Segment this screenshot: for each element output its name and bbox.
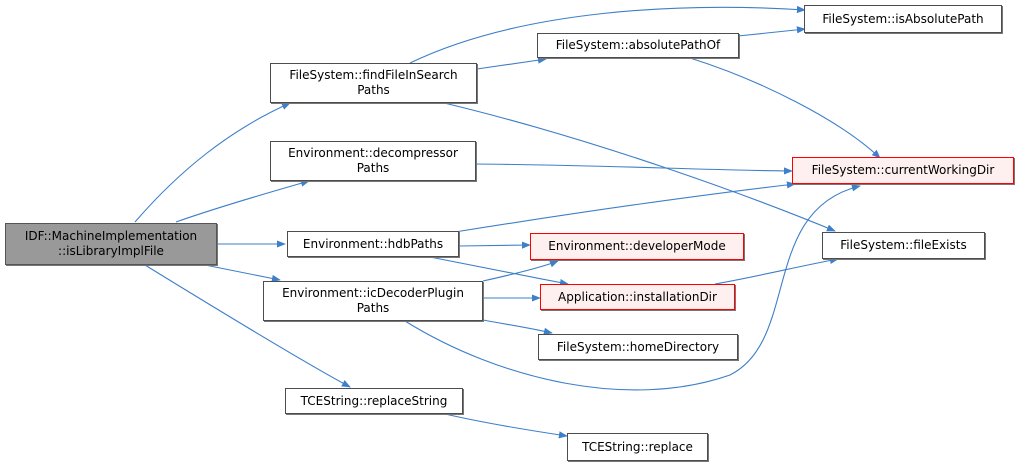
node-label: FileSystem::absolutePathOf <box>555 38 721 52</box>
edge-replaceString-replace <box>444 413 568 439</box>
node-label: Environment::developerMode <box>548 239 726 253</box>
node-label: TCEString::replace <box>582 439 693 454</box>
edge-icDecoder-developerMode <box>482 260 559 282</box>
edge-hdbPaths-developerMode <box>458 241 531 249</box>
node-current-working-dir[interactable]: FileSystem::currentWorkingDir <box>792 157 1014 184</box>
node-label-line-1: Environment::decompressor <box>288 146 458 160</box>
edge-root-findFileInSearchPaths <box>134 102 291 223</box>
node-label-line-1: FileSystem::findFileInSearch <box>289 68 458 82</box>
node-developer-mode[interactable]: Environment::developerMode <box>530 233 744 260</box>
node-replace-string[interactable]: TCEString::replaceString <box>285 388 463 414</box>
edge-icDecoder-currentWorkingDir <box>404 184 861 391</box>
node-label: FileSystem::currentWorkingDir <box>811 163 995 177</box>
edge-icDecoder-homeDirectory <box>482 319 553 335</box>
node-label-line-1: Environment::icDecoderPlugin <box>282 286 464 300</box>
edge-hdbPaths-currentWorkingDir <box>454 181 796 233</box>
edge-root-icDecoderPluginPaths <box>204 264 281 282</box>
node-label: FileSystem::fileExists <box>840 238 967 252</box>
node-ic-decoder-plugin-paths[interactable]: Environment::icDecoderPlugin Paths <box>263 281 483 321</box>
node-label: Application::installationDir <box>558 289 717 304</box>
node-replace[interactable]: TCEString::replace <box>567 433 708 461</box>
edge-absolutePathOf-isAbsolutePath <box>737 26 806 37</box>
node-label: FileSystem::isAbsolutePath <box>822 11 984 26</box>
node-label-line-2: Paths <box>356 301 390 315</box>
edge-root-decompressorPaths <box>175 179 310 223</box>
node-home-directory[interactable]: FileSystem::homeDirectory <box>538 334 738 360</box>
node-label-line-2: ::isLibraryImplFile <box>58 244 164 258</box>
node-installation-dir[interactable]: Application::installationDir <box>540 284 735 310</box>
node-file-exists[interactable]: FileSystem::fileExists <box>822 232 985 259</box>
edge-installationDir-fileExists <box>714 256 839 285</box>
node-find-file-in-search-paths[interactable]: FileSystem::findFileInSearch Paths <box>270 63 477 103</box>
edge-findFile-fileExists <box>439 101 836 232</box>
node-label: TCEString::replaceString <box>300 393 448 408</box>
edge-hdbPaths-installationDir <box>429 256 569 287</box>
node-label-line-2: Paths <box>356 161 390 175</box>
node-label-line-2: Paths <box>357 83 390 97</box>
node-hdb-paths[interactable]: Environment::hdbPaths <box>287 231 459 257</box>
node-decompressor-paths[interactable]: Environment::decompressor Paths <box>270 141 476 181</box>
edge-findFile-isAbsolutePath <box>409 5 806 64</box>
node-is-absolute-path[interactable]: FileSystem::isAbsolutePath <box>804 5 1002 33</box>
edge-decompressor-currentWorkingDir <box>475 163 793 175</box>
edge-absolutePathOf-currentWorkingDir <box>689 57 881 159</box>
node-label: Environment::hdbPaths <box>302 236 444 251</box>
node-is-library-impl-file: IDF::MachineImplementation ::isLibraryIm… <box>5 223 217 265</box>
edge-findFile-absolutePathOf <box>476 56 547 70</box>
node-absolute-path-of[interactable]: FileSystem::absolutePathOf <box>537 33 739 58</box>
node-label-line-1: IDF::MachineImplementation <box>24 229 198 243</box>
node-label: FileSystem::homeDirectory <box>556 339 720 354</box>
edge-root-replaceString <box>144 264 351 388</box>
